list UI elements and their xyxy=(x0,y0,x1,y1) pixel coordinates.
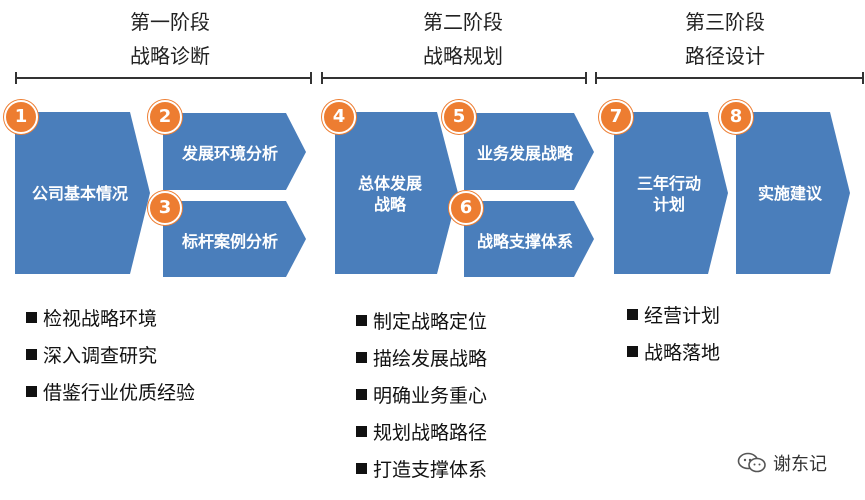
phase-3-header: 第三阶段 路径设计 xyxy=(625,8,825,70)
list-item: 战略落地 xyxy=(627,335,720,372)
square-bullet-icon xyxy=(627,346,638,357)
list-item: 制定战略定位 xyxy=(356,304,487,341)
step-4-label: 总体发展战略 xyxy=(345,172,435,216)
phase-title: 第二阶段 xyxy=(423,10,503,34)
step-3-badge: 3 xyxy=(148,191,182,225)
square-bullet-icon xyxy=(356,389,367,400)
step-4-badge: 4 xyxy=(322,100,356,134)
step-1-label: 公司基本情况 xyxy=(31,183,128,203)
watermark: 谢东记 xyxy=(737,450,827,476)
phase-1-header: 第一阶段 战略诊断 xyxy=(70,8,270,70)
phase-1-bullets: 检视战略环境 深入调查研究 借鉴行业优质经验 xyxy=(26,301,195,412)
step-6-label: 战略支撑体系 xyxy=(476,231,573,251)
step-7-arrow xyxy=(614,112,728,274)
phase-subtitle: 战略诊断 xyxy=(130,44,210,68)
step-5-label: 业务发展战略 xyxy=(476,143,573,163)
square-bullet-icon xyxy=(26,386,37,397)
list-item: 检视战略环境 xyxy=(26,301,195,338)
step-4-arrow xyxy=(335,112,458,274)
step-1-badge: 1 xyxy=(4,100,38,134)
wechat-icon xyxy=(737,452,766,473)
list-item: 明确业务重心 xyxy=(356,378,487,415)
list-item: 深入调查研究 xyxy=(26,338,195,375)
phase-subtitle: 战略规划 xyxy=(423,44,503,68)
phase-1-bracket xyxy=(15,72,312,84)
watermark-text: 谢东记 xyxy=(773,454,827,475)
square-bullet-icon xyxy=(26,312,37,323)
step-5-badge: 5 xyxy=(442,100,476,134)
list-item: 规划战略路径 xyxy=(356,415,487,452)
step-2-arrow xyxy=(163,113,306,190)
list-item: 借鉴行业优质经验 xyxy=(26,375,195,412)
step-8-badge: 8 xyxy=(719,100,753,134)
step-3-arrow xyxy=(163,201,306,277)
phase-2-bullets: 制定战略定位 描绘发展战略 明确业务重心 规划战略路径 打造支撑体系 xyxy=(356,304,487,489)
step-8-arrow xyxy=(736,112,850,274)
square-bullet-icon xyxy=(356,352,367,363)
step-2-label: 发展环境分析 xyxy=(181,143,278,163)
step-6-arrow xyxy=(464,201,594,277)
square-bullet-icon xyxy=(356,426,367,437)
step-5-arrow xyxy=(464,113,594,190)
step-2-badge: 2 xyxy=(148,100,182,134)
phase-3-bracket xyxy=(595,72,864,84)
phase-subtitle: 路径设计 xyxy=(685,44,765,68)
step-7-label-text: 三年行动计划 xyxy=(636,174,701,214)
phase-3-bullets: 经营计划 战略落地 xyxy=(627,298,720,372)
step-4-label-text: 总体发展战略 xyxy=(357,174,422,214)
list-item: 描绘发展战略 xyxy=(356,341,487,378)
step-8-label: 实施建议 xyxy=(757,183,822,203)
square-bullet-icon xyxy=(356,315,367,326)
list-item: 打造支撑体系 xyxy=(356,452,487,489)
phase-title: 第三阶段 xyxy=(685,10,765,34)
step-6-badge: 6 xyxy=(449,191,483,225)
step-7-label: 三年行动计划 xyxy=(620,172,718,216)
square-bullet-icon xyxy=(627,309,638,320)
step-7-badge: 7 xyxy=(599,100,633,134)
phase-title: 第一阶段 xyxy=(130,10,210,34)
list-item: 经营计划 xyxy=(627,298,720,335)
phase-2-header: 第二阶段 战略规划 xyxy=(363,8,563,70)
phase-2-bracket xyxy=(321,72,587,84)
step-3-label: 标杆案例分析 xyxy=(181,231,278,251)
square-bullet-icon xyxy=(26,349,37,360)
square-bullet-icon xyxy=(356,463,367,474)
step-1-arrow xyxy=(15,112,150,274)
